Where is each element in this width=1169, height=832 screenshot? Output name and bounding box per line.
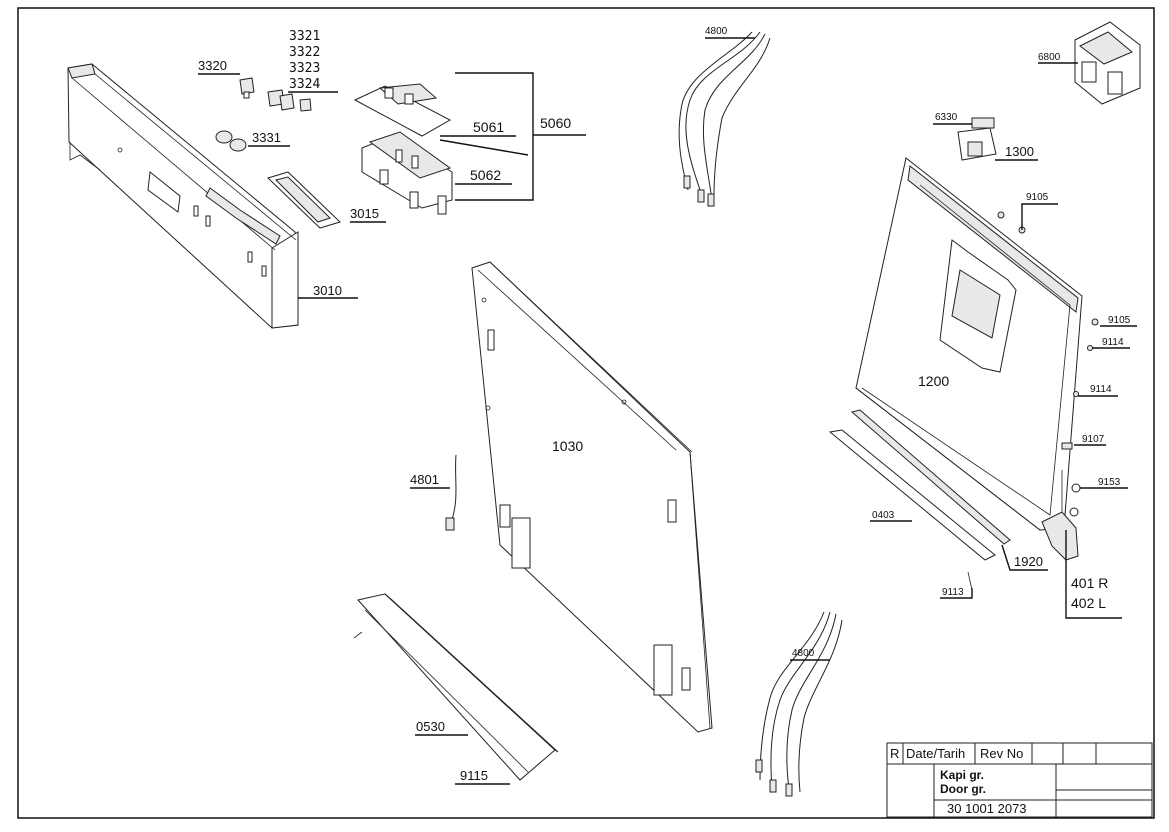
label-1920: 1920 <box>1014 554 1043 569</box>
label-5060: 5060 <box>540 115 571 131</box>
label-0530: 0530 <box>416 719 445 734</box>
label-3321: 3321 <box>289 29 320 44</box>
label-1200: 1200 <box>918 373 949 389</box>
label-9115: 9115 <box>460 768 488 783</box>
label-9114-upper: 9114 <box>1102 337 1124 348</box>
title-block: R Date/Tarih Rev No Kapi gr. Door gr. 30… <box>886 742 1153 818</box>
door-seal-part <box>828 409 1011 561</box>
title-block-rev-header: Rev No <box>980 746 1023 761</box>
label-0403: 0403 <box>872 510 895 521</box>
outer-door-part <box>855 157 1083 531</box>
label-3323: 3323 <box>289 61 320 76</box>
label-1300: 1300 <box>1005 144 1034 159</box>
label-5062: 5062 <box>470 167 501 183</box>
label-3324: 3324 <box>289 77 320 92</box>
control-panel-part <box>67 63 299 329</box>
label-4800-bottom: 4800 <box>792 648 815 659</box>
leader-lines <box>198 37 1137 785</box>
label-3331: 3331 <box>252 130 281 145</box>
label-4801: 4801 <box>410 472 439 487</box>
label-3010: 3010 <box>313 283 342 298</box>
label-9105-top: 9105 <box>1026 192 1049 203</box>
wire-4801 <box>445 454 457 531</box>
wire-harness-4800-top <box>678 31 771 207</box>
label-9114-lower: 9114 <box>1090 384 1112 395</box>
label-401-r: 401 R <box>1071 575 1108 591</box>
label-3322: 3322 <box>289 45 320 60</box>
label-6330: 6330 <box>935 112 958 123</box>
electronic-module-part <box>353 83 453 215</box>
screws <box>967 211 1099 591</box>
label-4800-top: 4800 <box>705 26 728 37</box>
label-3015: 3015 <box>350 206 379 221</box>
inner-door-panel-part <box>471 261 713 733</box>
label-402-l: 402 L <box>1071 595 1106 611</box>
label-9107: 9107 <box>1082 434 1105 445</box>
wire-harness-4800-bottom <box>755 611 843 797</box>
label-9153: 9153 <box>1098 477 1121 488</box>
label-9113: 9113 <box>942 587 964 598</box>
label-5061: 5061 <box>473 119 504 135</box>
kick-plate-part <box>353 593 559 781</box>
title-block-date-header: Date/Tarih <box>906 746 965 761</box>
door-latch-part <box>957 117 997 161</box>
label-1030: 1030 <box>552 438 583 454</box>
label-6800: 6800 <box>1038 52 1061 63</box>
label-9105-side: 9105 <box>1108 315 1131 326</box>
title-block-group-tr: Kapi gr. <box>940 768 984 782</box>
display-window-part <box>267 171 341 229</box>
part-labels: 3320 3321 3322 3323 3324 3331 3015 3010 … <box>198 26 1131 783</box>
title-block-group-en: Door gr. <box>940 782 986 796</box>
label-3320: 3320 <box>198 58 227 73</box>
title-block-r-header: R <box>890 746 899 761</box>
buttons-parts <box>215 77 312 152</box>
hinge-part <box>1041 442 1081 561</box>
dispenser-module-part <box>1074 21 1141 105</box>
drawing-frame <box>17 7 1155 819</box>
title-block-drawing-number: 30 1001 2073 <box>947 801 1027 816</box>
